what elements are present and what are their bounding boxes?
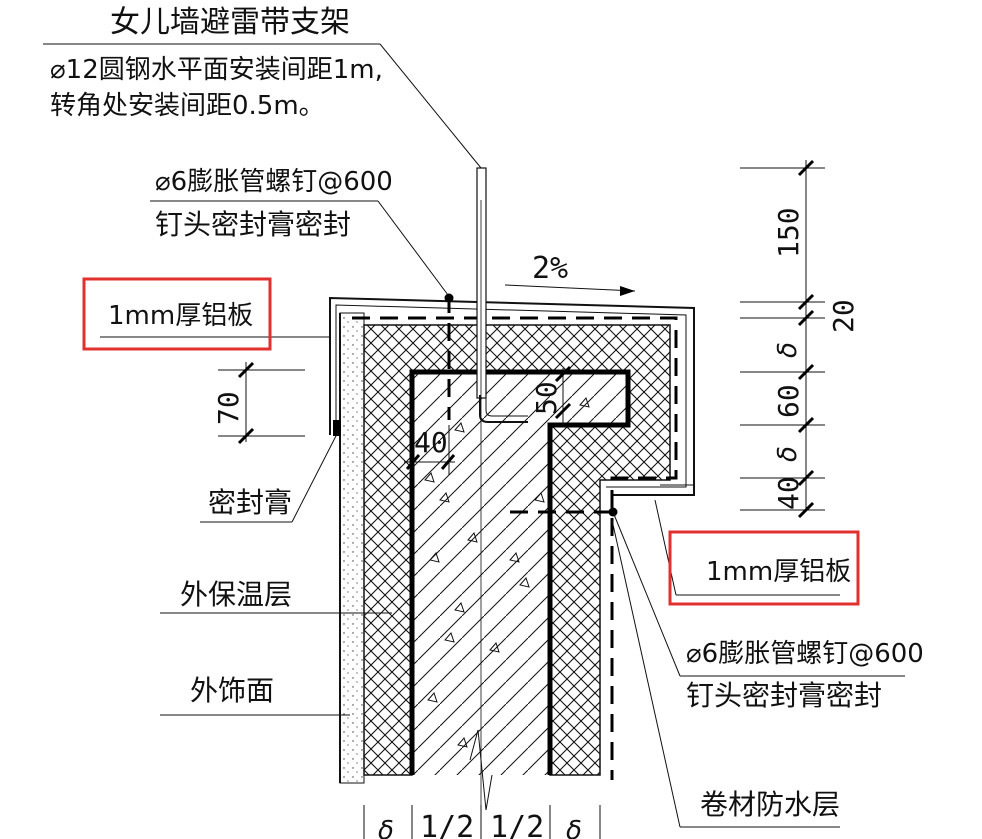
dim-delta-2: δ: [773, 446, 803, 462]
sealant-block: [333, 420, 341, 436]
lightning-rod: [476, 167, 487, 399]
dim-20: 20: [827, 299, 860, 333]
left-dimension-70: [218, 361, 305, 445]
rod-anchor-hook: [479, 395, 528, 423]
side-screw-note-line1: ⌀6膨胀管螺钉@600: [686, 639, 924, 669]
inner-dimension-50: [554, 365, 572, 425]
slope-label: 2%: [532, 251, 568, 286]
highlight-box-left: [82, 277, 272, 351]
bottom-dim-delta-left: δ: [378, 816, 394, 839]
top-screw-note-line2: 钉头密封膏密封: [155, 208, 351, 241]
side-screw-note-line2: 钉头密封膏密封: [686, 679, 882, 712]
bottom-dim-half-right: 1/2: [490, 810, 544, 839]
leader-lines: [43, 43, 905, 828]
top-screw-note-line1: ⌀6膨胀管螺钉@600: [155, 167, 393, 197]
aluminium-plate-label-left: 1mm厚铝板: [108, 301, 253, 331]
aggregate-marks: [424, 397, 590, 748]
finish-label: 外饰面: [190, 674, 274, 707]
dim-40-right: 40: [772, 476, 805, 510]
waterproof-label: 卷材防水层: [700, 788, 840, 821]
right-dimension-chain: [740, 159, 825, 519]
exterior-finish-layer: [339, 312, 365, 784]
inner-dimension-40: [404, 425, 456, 475]
dim-40-left: 40: [414, 426, 448, 459]
slope-arrow-head: [620, 286, 635, 296]
bottom-dimension-chain: [363, 805, 601, 839]
dim-70: 70: [212, 391, 245, 425]
dim-150: 150: [772, 207, 805, 258]
aluminium-coping-inner: [335, 304, 687, 488]
sealant-label: 密封膏: [208, 486, 292, 519]
dim-50: 50: [530, 381, 563, 415]
dim-60: 60: [772, 384, 805, 418]
waterproof-membrane: [352, 316, 678, 780]
bracket-title: 女儿墙避雷带支架: [110, 5, 350, 40]
bottom-dim-half-left: 1/2: [420, 810, 474, 839]
slope-arrow-line: [504, 284, 636, 292]
bottom-dim-delta-right: δ: [566, 816, 582, 839]
dim-delta-1: δ: [773, 342, 803, 358]
top-screw-head: [444, 293, 454, 303]
concrete-core: [412, 372, 628, 775]
concrete-outline: [409, 369, 631, 775]
insulation-label: 外保温层: [180, 578, 292, 611]
break-line: [469, 729, 493, 811]
rod-anchor-hook-inner: [485, 395, 528, 417]
aluminium-plate-label-right: 1mm厚铝板: [706, 557, 851, 587]
highlight-box-right: [668, 530, 860, 606]
bracket-spec-line2: 转角处安装间距0.5m。: [50, 91, 325, 121]
bracket-spec-line1: ⌀12圆钢水平面安装间距1m,: [50, 55, 383, 85]
